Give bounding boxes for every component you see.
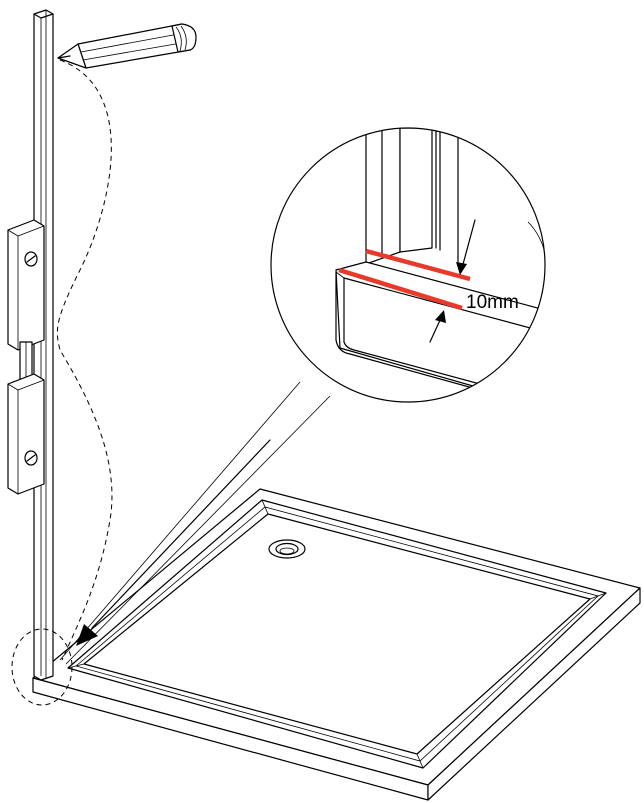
detail-circle-marker xyxy=(11,628,73,706)
dimension-arrow-bottom xyxy=(429,310,446,343)
motion-path xyxy=(56,59,113,661)
zoom-leader-2 xyxy=(65,395,331,665)
pencil-icon xyxy=(57,23,197,69)
marker-line-lower xyxy=(338,267,463,311)
zoom-leader-1 xyxy=(59,381,301,661)
hinge-icon xyxy=(7,219,45,495)
wall-profile xyxy=(33,9,54,681)
detail-circle-outline xyxy=(270,127,546,403)
tray-top-surface xyxy=(32,488,641,786)
shower-tray xyxy=(32,488,641,801)
screw-icon xyxy=(24,251,38,267)
gap-dimension-label: 10mm xyxy=(466,292,519,313)
screw-icon xyxy=(24,450,38,466)
tray-side-face xyxy=(427,587,641,801)
dimension-arrow-top xyxy=(456,219,476,275)
marker-line-upper xyxy=(365,248,471,282)
direction-arrow xyxy=(76,439,271,646)
detail-zoom-view xyxy=(335,128,545,391)
drain-icon xyxy=(268,539,306,559)
